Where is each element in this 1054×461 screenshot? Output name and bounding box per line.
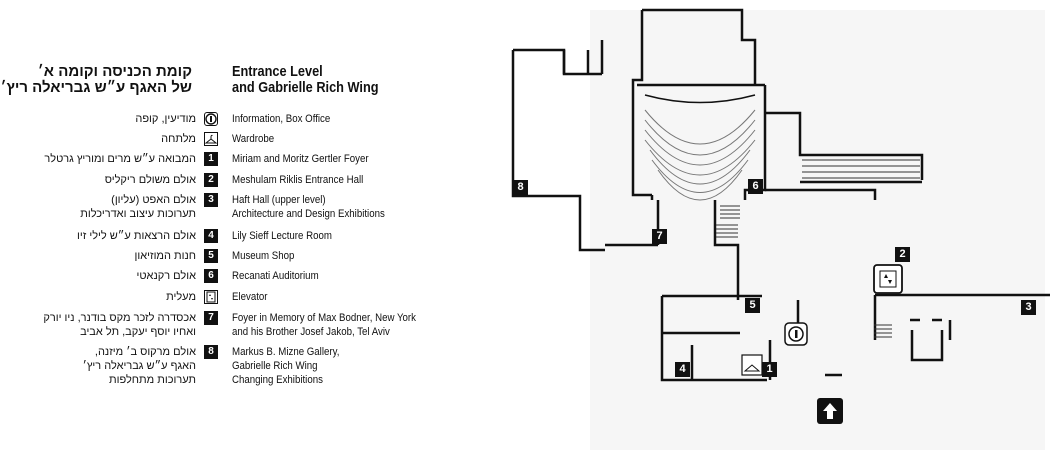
map-label-8: 8 [513,180,528,195]
floor-plan-drawing [511,8,1050,450]
legend-title-he-line2: של האגף ע״ש גבריאלה ריץ׳ [0,79,192,96]
legend-he-label: חנות המוזיאון [134,250,196,262]
hanger-map-icon [741,354,763,376]
legend-en-label-2: and his Brother Josef Jakob, Tel Aviv [232,326,390,338]
legend-he-label: מודיעין, קופה [135,113,196,125]
map-label-7: 7 [652,229,667,244]
legend-he-label-3: תערוכות מתחלפות [109,374,196,386]
floor-plan-walls [511,8,1050,382]
info-icon [204,112,218,126]
legend-number-marker: 4 [204,229,218,243]
legend-he-label: אולם משולם ריקליס [104,174,196,186]
legend-en-label: Lily Sieff Lecture Room [232,230,332,242]
map-label-1: 1 [762,362,777,377]
legend-en-label-3: Changing Exhibitions [232,374,323,386]
legend-en-label: Elevator [232,291,268,303]
elevator-icon [204,290,218,304]
legend-en-label: Meshulam Riklis Entrance Hall [232,174,364,186]
auditorium-seating [644,109,756,201]
map-label-4: 4 [675,362,690,377]
legend-he-label: אכסדרה לזכר מקס בודנר, ניו יורק [43,312,196,324]
legend-he-label-2: האגף ע״ש גבריאלה ריץ׳ [82,360,196,372]
map-label-3: 3 [1021,300,1036,315]
legend-he-label: מעלית [166,291,196,303]
legend-number-marker: 2 [204,173,218,187]
legend-title-en-line2: and Gabrielle Rich Wing [232,79,379,96]
map-label-5: 5 [745,298,760,313]
legend-he-label: אולם רקנאטי [136,270,196,282]
hanger-icon [204,132,218,146]
legend-en-label: Miriam and Moritz Gertler Foyer [232,153,369,165]
legend-en-label: Foyer in Memory of Max Bodner, New York [232,312,417,324]
map-label-6: 6 [748,179,763,194]
legend-number-marker: 1 [204,152,218,166]
elevator-map-icon [873,264,903,294]
legend-title-english: Entrance Level and Gabrielle Rich Wing [232,64,379,96]
legend-title-hebrew: קומת הכניסה וקומה א׳ של האגף ע״ש גבריאלה… [0,64,192,96]
legend-en-label: Recanati Auditorium [232,270,319,282]
legend-en-label: Wardrobe [232,133,275,145]
legend-he-label: אולם האפט (עליון) [111,194,196,206]
legend-en-label: Haft Hall (upper level) [232,194,326,206]
map-label-2: 2 [895,247,910,262]
legend-number-marker: 8 [204,345,218,359]
info-map-icon [784,322,808,346]
legend-he-label: מלתחה [161,133,196,145]
legend-en-label: Information, Box Office [232,113,331,125]
legend-en-label-2: Architecture and Design Exhibitions [232,208,385,220]
legend-number-marker: 5 [204,249,218,263]
legend-he-label-2: תערוכות עיצוב ואדריכלות [80,208,196,220]
stairs [716,159,920,338]
legend-he-label: אולם מרקוס ב׳ מיזנה, [94,346,196,358]
legend-he-label-2: ואחיו יוסף יעקב, תל אביב [80,326,196,338]
legend-number-marker: 3 [204,193,218,207]
legend-en-label: Markus B. Mizne Gallery, [232,346,340,358]
legend-he-label: אולם הרצאות ע״ש לילי זיו [77,230,196,242]
legend-en-label: Museum Shop [232,250,295,262]
legend-title-en-line1: Entrance Level [232,63,323,80]
floor-plan: 8 6 7 2 3 5 4 1 [480,0,1054,456]
map-legend: קומת הכניסה וקומה א׳ של האגף ע״ש גבריאלה… [0,0,480,456]
entrance-arrow-icon [817,398,843,424]
legend-he-label: המבואה ע״ש מרים ומוריץ גרטלר [44,153,196,165]
legend-en-label-2: Gabrielle Rich Wing [232,360,318,372]
stage-edge [644,94,756,104]
legend-number-marker: 6 [204,269,218,283]
legend-number-marker: 7 [204,311,218,325]
legend-title-he-line1: קומת הכניסה וקומה א׳ [37,63,192,80]
